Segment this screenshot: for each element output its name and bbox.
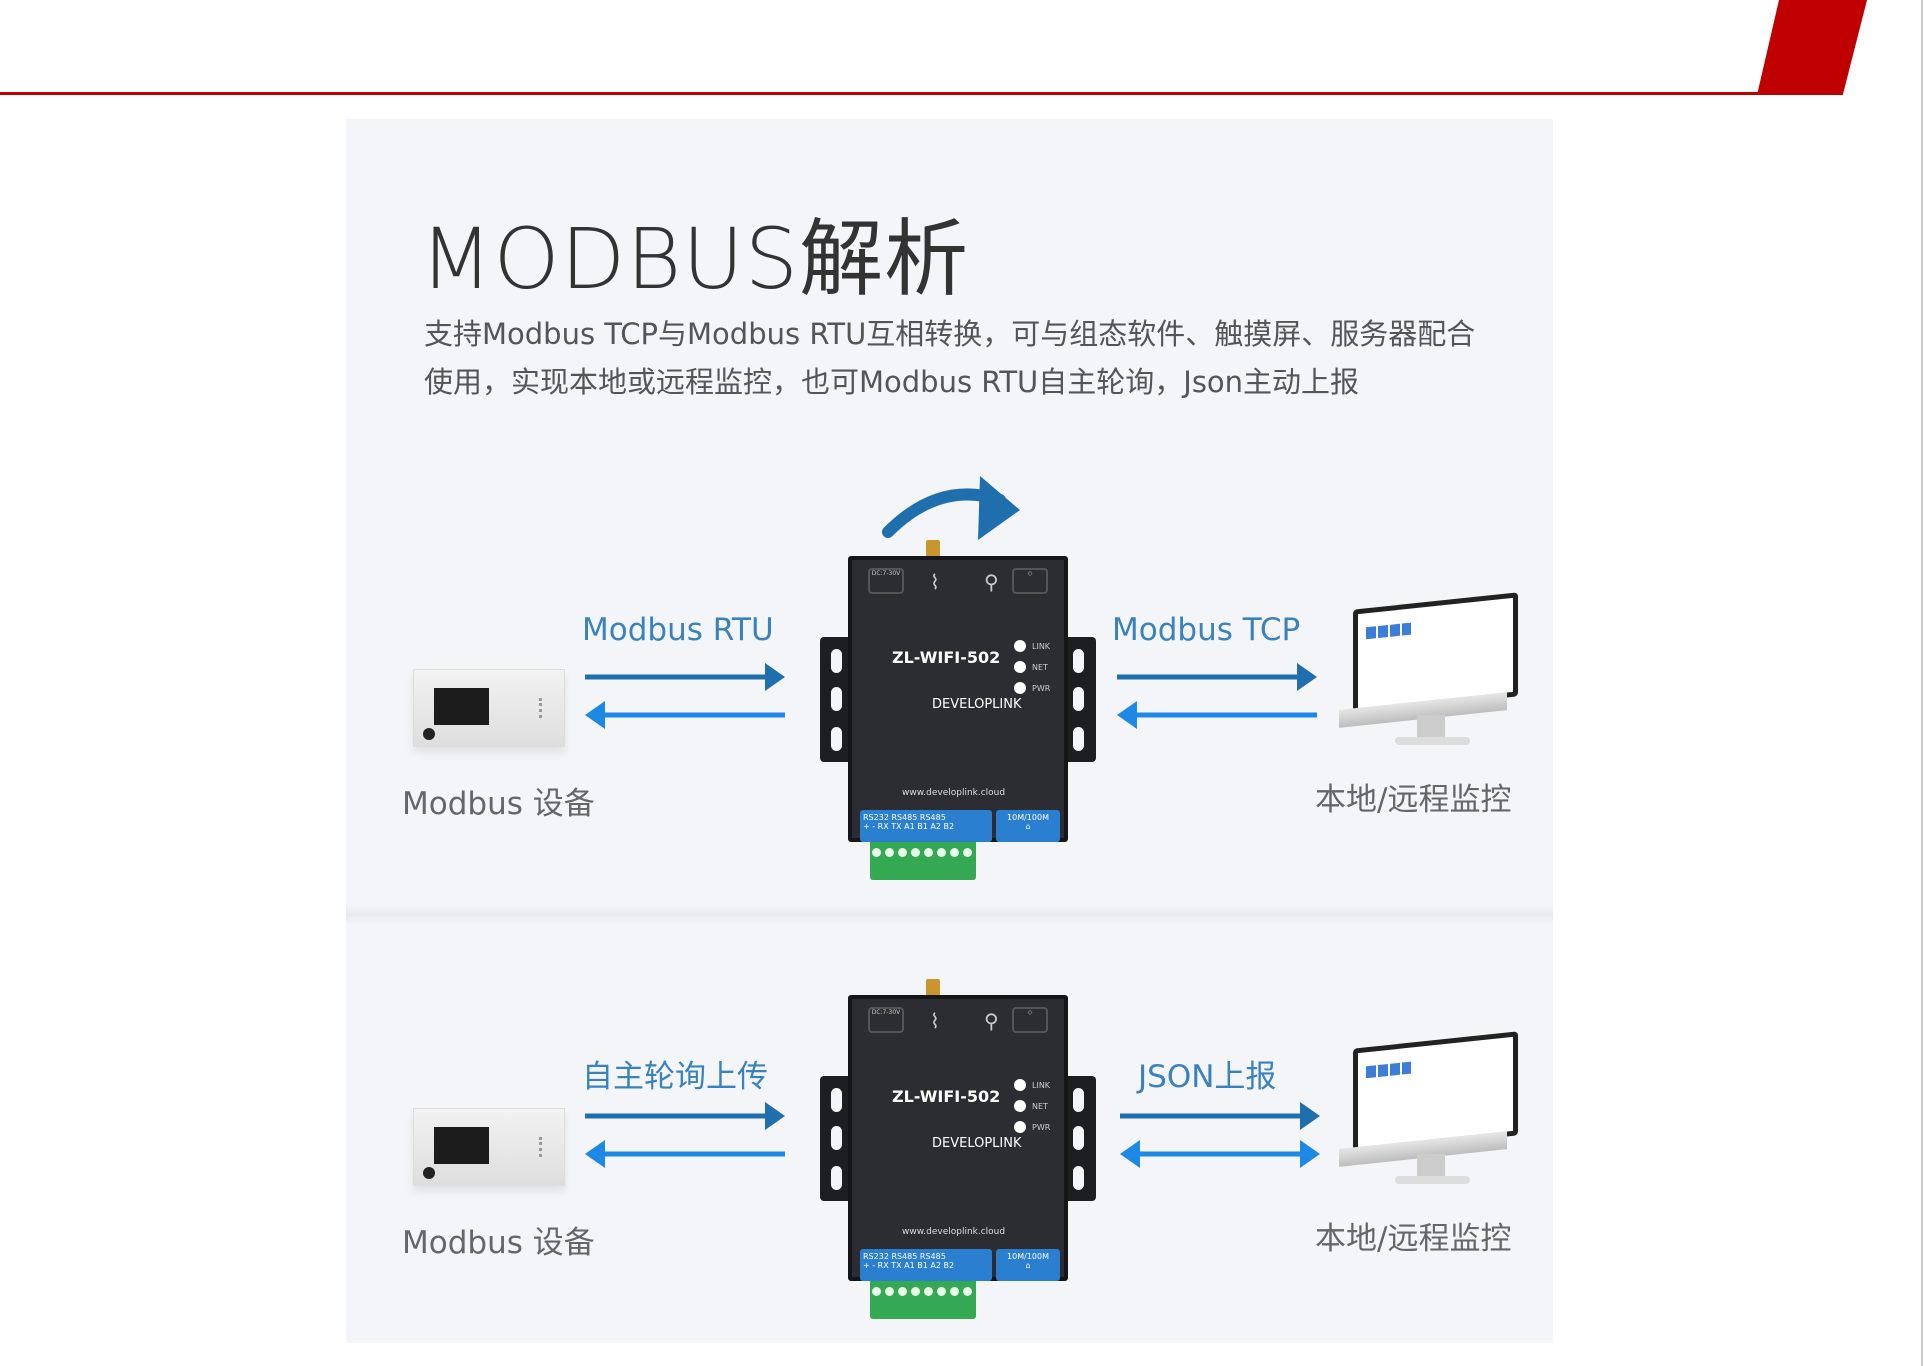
led-label: LINK (1032, 642, 1051, 651)
usb-icon: ⚲ (984, 570, 999, 594)
modbus-plc-image (413, 669, 565, 747)
monitor-image (1335, 592, 1520, 761)
header-red-line (0, 92, 1800, 95)
bidirectional-arrows-icon (585, 1102, 785, 1168)
page-edge (1921, 0, 1923, 1366)
led-label: NET (1032, 663, 1048, 672)
serial-ports: RS232 RS485 RS485+ - RX TX A1 B1 A2 B2 (860, 1249, 992, 1281)
diagram-row-rtu-tcp: Modbus 设备 Modbus RTU DC:7-30V ⌇ ⚲ ◇ ZL-W… (0, 460, 1924, 900)
device-url: www.developlink.cloud (902, 788, 1006, 798)
monitor-image (1335, 1031, 1520, 1200)
eth-label: 10M/100M (1007, 1252, 1049, 1261)
serial-ports: RS232 RS485 RS485+ - RX TX A1 B1 A2 B2 (860, 810, 992, 842)
section-divider (346, 905, 1553, 925)
usb-icon: ⚲ (984, 1009, 999, 1033)
ports-label: RS232 RS485 RS485 (863, 1252, 946, 1261)
terminal-block (870, 842, 976, 880)
led-label: PWR (1032, 1123, 1051, 1132)
reload-button-icon: ◇ (1012, 1007, 1048, 1033)
device-url: www.developlink.cloud (902, 1227, 1006, 1237)
led-label: LINK (1032, 1081, 1051, 1090)
led-label: NET (1032, 1102, 1048, 1111)
ethernet-port: 10M/100M⌂ (996, 1249, 1060, 1281)
description: 支持Modbus TCP与Modbus RTU互相转换，可与组态软件、触摸屏、服… (424, 317, 1476, 399)
left-protocol-label: 自主轮询上传 (582, 1059, 768, 1095)
ports-label: RS232 RS485 RS485 (863, 813, 946, 822)
right-protocol-label: Modbus TCP (1112, 612, 1301, 648)
power-port-label: DC:7-30V (868, 568, 904, 594)
header-red-tab (1757, 0, 1867, 95)
gateway-device-image: DC:7-30V ⌇ ⚲ ◇ ZL-WIFI-502 LINK NET PWR … (820, 540, 1096, 890)
gateway-device-image: DC:7-30V ⌇ ⚲ ◇ ZL-WIFI-502 LINK NET PWR … (820, 979, 1096, 1329)
curved-arrow-icon (882, 476, 1020, 540)
device-label: Modbus 设备 (402, 1225, 595, 1261)
antenna-icon: ⌇ (930, 1009, 940, 1033)
diagram-row-polling-json: Modbus 设备 自主轮询上传 DC:7-30V ⌇ ⚲ ◇ ZL-WIFI-… (0, 899, 1924, 1339)
pins-label: + - RX TX A1 B1 A2 B2 (863, 1261, 955, 1270)
bidirectional-arrows-icon (585, 663, 785, 729)
pins-label: + - RX TX A1 B1 A2 B2 (863, 822, 955, 831)
monitor-label: 本地/远程监控 (1315, 1221, 1512, 1257)
right-protocol-label: JSON上报 (1138, 1059, 1277, 1095)
led-label: PWR (1032, 684, 1051, 693)
ethernet-port: 10M/100M⌂ (996, 810, 1060, 842)
modbus-plc-image (413, 1108, 565, 1186)
left-protocol-label: Modbus RTU (582, 612, 774, 648)
device-model: ZL-WIFI-502 (892, 1087, 1001, 1106)
device-model: ZL-WIFI-502 (892, 648, 1001, 667)
device-brand: DEVELOPLINK (932, 697, 1022, 712)
page-title: MODBUS解析 (420, 210, 970, 308)
terminal-block (870, 1281, 976, 1319)
antenna-icon: ⌇ (930, 570, 940, 594)
reload-button-icon: ◇ (1012, 568, 1048, 594)
bidirectional-arrows-icon (1117, 663, 1317, 729)
eth-label: 10M/100M (1007, 813, 1049, 822)
monitor-label: 本地/远程监控 (1315, 782, 1512, 818)
device-label: Modbus 设备 (402, 786, 595, 822)
device-brand: DEVELOPLINK (932, 1136, 1022, 1151)
double-headed-arrows-icon (1120, 1102, 1320, 1168)
power-port-label: DC:7-30V (868, 1007, 904, 1033)
